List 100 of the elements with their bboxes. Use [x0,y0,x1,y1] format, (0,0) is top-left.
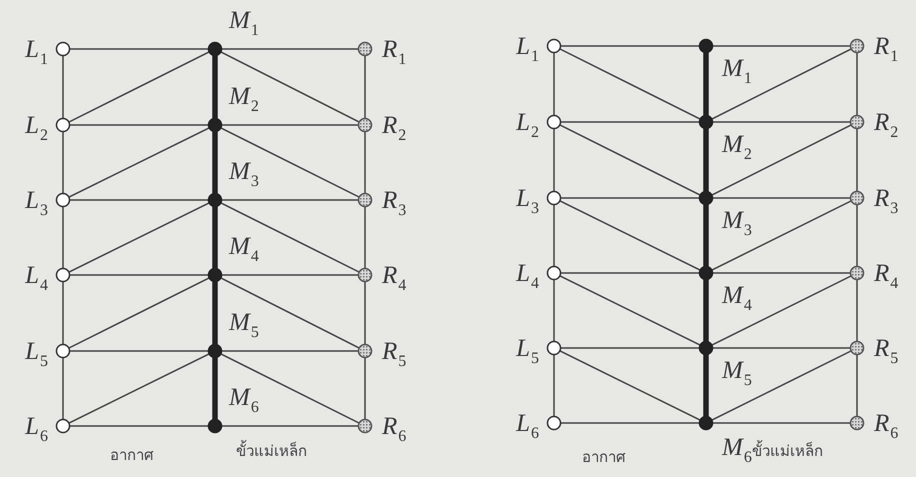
hatched-circle-node [357,41,373,57]
node-label: M$_{2}$ [229,84,259,115]
connector-line [712,347,850,349]
connector-line [553,355,555,416]
caption-label: ขั้วแม่เหล็ก [236,442,307,462]
thick-connector-line [212,55,218,119]
connector-line [221,199,358,201]
connector-line [711,275,852,346]
connector-line [62,358,64,419]
node-label: M$_{6}$ [229,385,259,416]
hatched-circle-node [357,117,373,133]
connector-line [560,48,701,120]
filled-dot-node [207,192,223,208]
connector-line [856,205,858,266]
connector-line [364,358,366,419]
connector-line [220,127,360,198]
node-label: L$_{5}$ [25,339,48,370]
open-circle-node [55,267,71,283]
node-label: L$_{6}$ [516,411,539,442]
node-label: R$_{1}$ [382,37,406,68]
node-label: L$_{6}$ [25,414,48,445]
connector-line [62,207,64,268]
open-circle-node [55,192,71,208]
thick-connector-line [212,281,218,345]
caption-label: อากาศ [582,448,626,468]
connector-line [712,197,850,199]
connector-line [70,199,209,201]
connector-line [856,280,858,341]
filled-dot-node [698,340,714,356]
connector-line [62,56,64,118]
connector-line [560,124,701,196]
thick-connector-line [703,128,709,192]
node-label: R$_{5}$ [382,339,406,370]
thick-connector-line [212,131,218,194]
node-label: R$_{2}$ [874,110,898,141]
node-label: R$_{2}$ [382,113,406,144]
node-label: M$_{2}$ [722,132,752,163]
thick-connector-line [212,357,218,420]
hatched-circle-node [849,38,865,54]
hatched-circle-node [849,415,865,431]
connector-line [561,121,700,123]
node-label: R$_{1}$ [874,34,898,65]
open-circle-node [546,38,562,54]
connector-line [712,272,850,274]
node-label: L$_{4}$ [25,263,48,294]
connector-line [711,48,852,120]
connector-line [711,124,852,196]
connector-line [220,353,360,424]
connector-line [711,200,852,271]
connector-line [712,45,850,47]
open-circle-node [546,190,562,206]
connector-line [68,51,210,123]
connector-line [68,277,210,349]
node-label: M$_{1}$ [722,56,752,87]
open-circle-node [546,265,562,281]
hatched-circle-node [849,265,865,281]
thick-connector-line [703,354,709,417]
connector-line [62,282,64,344]
connector-line [70,274,209,276]
node-label: R$_{4}$ [874,261,898,292]
connector-line [561,197,700,199]
connector-line [856,129,858,191]
connector-line [68,126,210,198]
connector-line [561,422,700,424]
filled-dot-node [698,114,714,130]
open-circle-node [55,41,71,57]
connector-line [68,352,210,424]
hatched-circle-node [849,340,865,356]
connector-line [220,51,360,122]
node-label: L$_{2}$ [25,113,48,144]
caption-label: อากาศ [110,446,154,466]
thick-connector-line [703,279,709,342]
filled-dot-node [207,343,223,359]
node-label: R$_{6}$ [874,411,898,442]
connector-line [221,124,358,126]
connector-line [561,45,700,47]
connector-line [561,272,700,274]
connector-line [560,275,701,346]
connector-line [561,347,700,349]
filled-dot-node [207,41,223,57]
connector-line [220,277,360,348]
node-label: M$_{6}$ [722,435,752,466]
filled-dot-node [698,265,714,281]
node-label: L$_{3}$ [25,188,48,219]
open-circle-node [546,114,562,130]
filled-dot-node [698,38,714,54]
connector-line [712,121,850,123]
hatched-circle-node [849,114,865,130]
hatched-circle-node [357,343,373,359]
open-circle-node [546,415,562,431]
thick-connector-line [703,204,709,267]
filled-dot-node [207,267,223,283]
filled-dot-node [207,117,223,133]
open-circle-node [55,117,71,133]
connector-line [553,53,555,115]
connector-line [220,202,360,273]
node-label: R$_{5}$ [874,336,898,367]
connector-line [70,124,209,126]
filled-dot-node [698,415,714,431]
node-label: R$_{3}$ [382,188,406,219]
